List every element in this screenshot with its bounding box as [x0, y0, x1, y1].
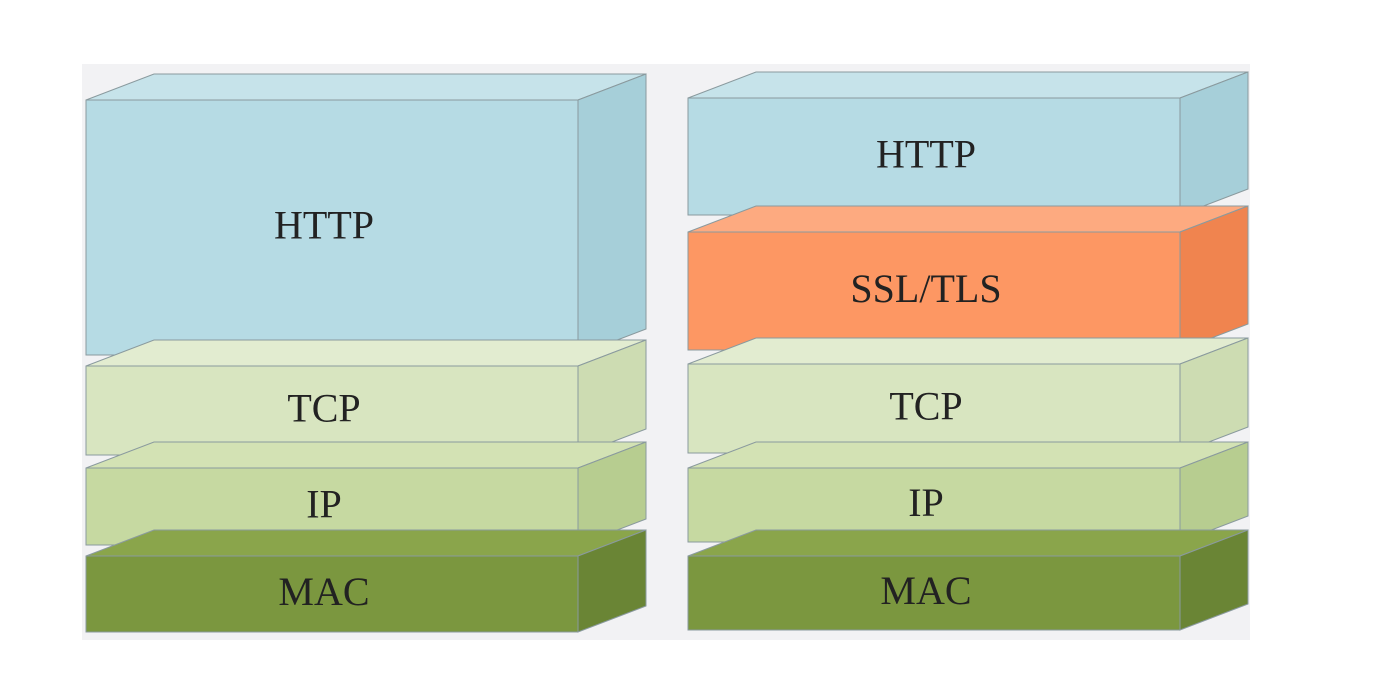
http-protocol-stack: HTTP TCP IP MAC — [85, 73, 647, 633]
layer-top-face — [85, 73, 647, 101]
layer-front-face — [85, 99, 579, 356]
layer-top-face — [687, 205, 1249, 233]
layer-front-face — [687, 363, 1181, 454]
layer-label: MAC — [880, 568, 971, 613]
layer-top-face — [687, 529, 1249, 557]
https-protocol-stack: HTTP SSL/TLS TCP IP MAC — [687, 71, 1249, 631]
layer-ssl-tls: SSL/TLS — [687, 205, 1249, 351]
layer-front-face — [85, 555, 579, 633]
layer-front-face — [687, 555, 1181, 631]
layer-label: HTTP — [274, 203, 374, 248]
layer-top-face — [85, 529, 647, 557]
layer-front-face — [687, 231, 1181, 351]
layer-front-face — [687, 97, 1181, 216]
layer-top-face — [687, 337, 1249, 365]
layer-mac: MAC — [85, 529, 647, 633]
layer-label: IP — [908, 480, 944, 525]
layer-tcp: TCP — [85, 339, 647, 456]
layer-front-face — [85, 365, 579, 456]
layer-top-face — [85, 339, 647, 367]
layer-http: HTTP — [687, 71, 1249, 216]
layer-top-face — [85, 441, 647, 469]
layer-ip: IP — [687, 441, 1249, 543]
layer-label: TCP — [287, 386, 360, 431]
layer-mac: MAC — [687, 529, 1249, 631]
layer-label: IP — [306, 482, 342, 527]
layer-label: HTTP — [876, 132, 976, 177]
layer-top-face — [687, 441, 1249, 469]
layer-side-face — [577, 73, 647, 356]
layer-side-face — [1179, 205, 1249, 351]
layer-label: TCP — [889, 384, 962, 429]
layer-label: SSL/TLS — [850, 266, 1001, 311]
layer-top-face — [687, 71, 1249, 99]
layer-http: HTTP — [85, 73, 647, 356]
layer-label: MAC — [278, 569, 369, 614]
layer-tcp: TCP — [687, 337, 1249, 454]
